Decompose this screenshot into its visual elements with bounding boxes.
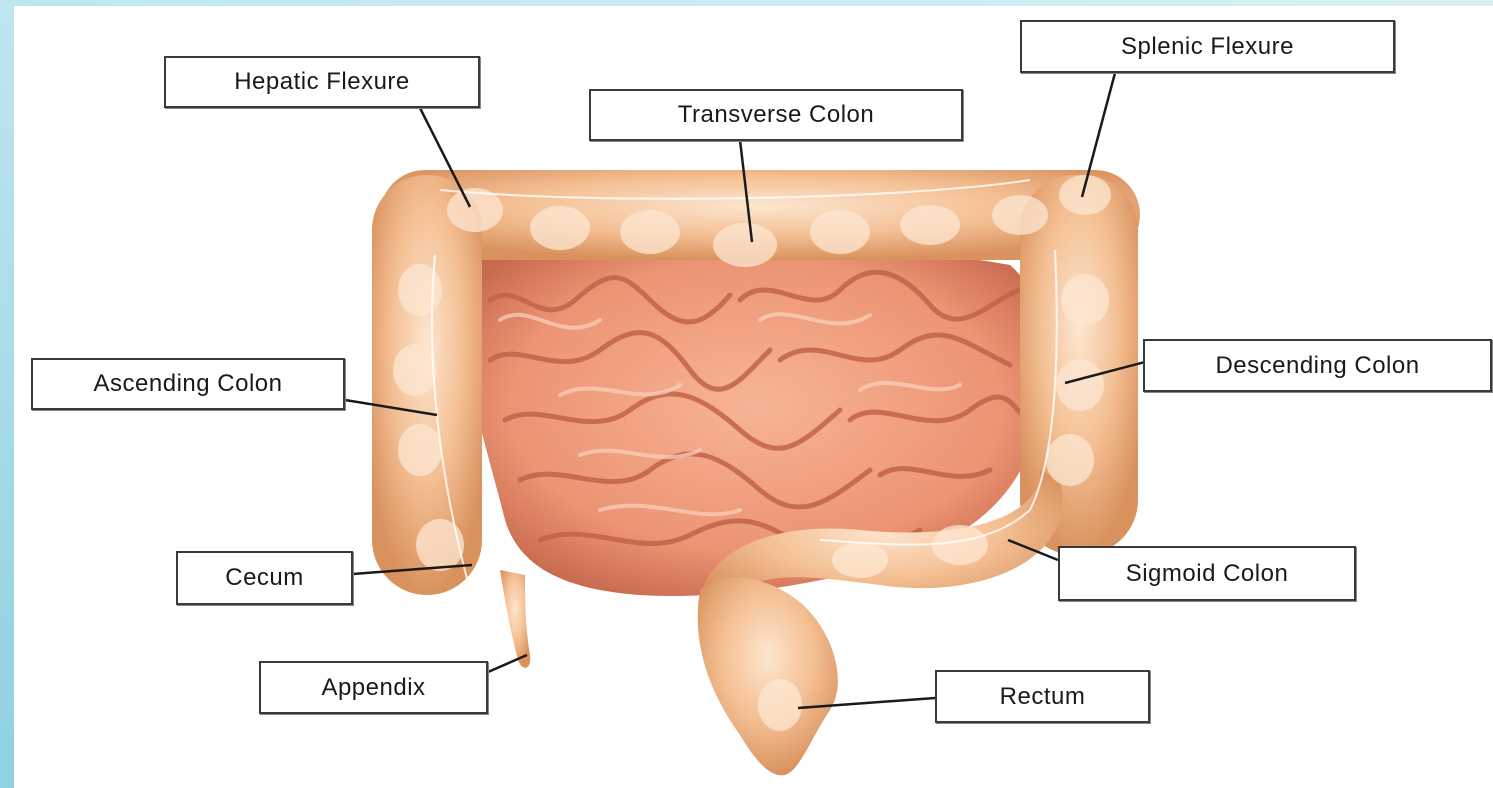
label-cecum: Cecum xyxy=(176,551,353,605)
label-splenic-flexure: Splenic Flexure xyxy=(1020,20,1395,73)
label-descending-colon: Descending Colon xyxy=(1143,339,1492,392)
label-rectum: Rectum xyxy=(935,670,1150,723)
label-ascending-colon: Ascending Colon xyxy=(31,358,345,410)
label-sigmoid-colon: Sigmoid Colon xyxy=(1058,546,1356,601)
label-hepatic-flexure: Hepatic Flexure xyxy=(164,56,480,108)
label-appendix: Appendix xyxy=(259,661,488,714)
label-transverse-colon: Transverse Colon xyxy=(589,89,963,141)
